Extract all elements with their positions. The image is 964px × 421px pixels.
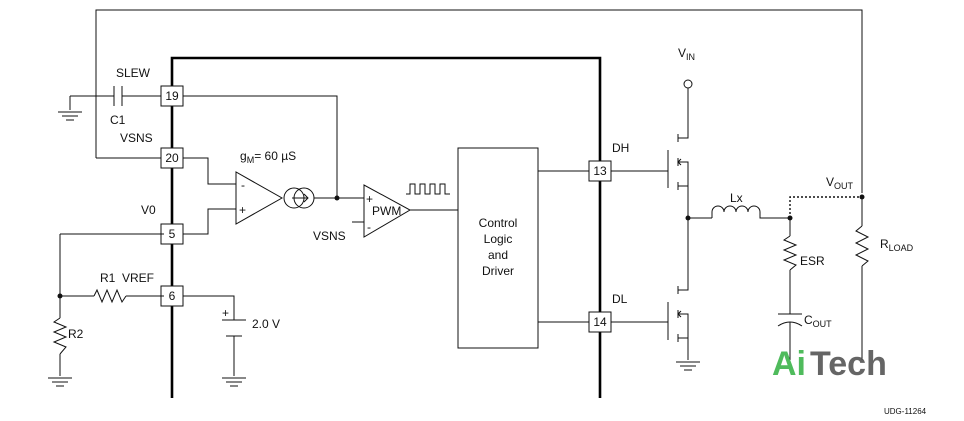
pin-6: 6 [160, 285, 184, 307]
amp-input-wires [183, 157, 236, 235]
esr-label: ESR [800, 254, 825, 268]
pwm-plus: + [366, 192, 373, 206]
vout-dotted-wire [789, 196, 862, 218]
pin-13-label: 13 [593, 164, 607, 178]
comp-node [334, 195, 340, 201]
control-line-3: and [488, 248, 508, 262]
pin-14-label: 14 [593, 315, 607, 329]
switch-wire [687, 206, 712, 219]
vout-label: VOUT [826, 175, 854, 191]
pin-20-label: 20 [165, 151, 179, 165]
dh-label: DH [612, 141, 629, 155]
control-line-4: Driver [482, 264, 514, 278]
vin-label: VIN [678, 46, 695, 62]
cout-capacitor [777, 313, 803, 327]
source-plus: + [222, 306, 229, 320]
pwm-minus: - [367, 220, 371, 234]
svg-text:Tech: Tech [810, 345, 887, 383]
pin-5: 5 [160, 223, 184, 245]
pwm-vsns-label: VSNS [313, 229, 346, 243]
esr-resistor [782, 235, 798, 271]
low-side-mosfet-icon [667, 218, 689, 360]
voltage-source [222, 319, 246, 337]
gm-label: gM= 60 µS [240, 149, 296, 165]
high-side-mosfet-icon [667, 88, 689, 206]
feedback-wire-top [95, 9, 863, 193]
pin-5-label: 5 [169, 227, 176, 241]
ground-icon-r2 [48, 377, 72, 387]
drawing-id: UDG-11264 [884, 407, 927, 416]
source-voltage-label: 2.0 V [252, 317, 280, 331]
vsns-label: VSNS [120, 131, 153, 145]
pwm-comparator [363, 184, 412, 238]
control-logic-block [457, 147, 539, 349]
svg-text:Ai: Ai [772, 345, 806, 383]
r1-label: R1 [100, 271, 116, 285]
r2-label: R2 [68, 327, 84, 341]
r2-resistor [52, 317, 68, 355]
aitech-watermark-logo: Ai Tech [772, 345, 887, 383]
rload-label: RLOAD [880, 237, 914, 253]
r1-resistor [93, 288, 127, 304]
c1-capacitor [113, 86, 123, 106]
current-source-icon [283, 187, 315, 209]
lx-inductor [711, 205, 790, 219]
amp-plus: + [239, 203, 246, 217]
error-amplifier [235, 171, 284, 225]
pin-19-label: 19 [165, 89, 179, 103]
pin-13: 13 [588, 160, 612, 182]
amp-minus: - [241, 178, 245, 192]
control-line-1: Control [479, 216, 518, 230]
pin-14: 14 [588, 311, 612, 333]
vref-wire [183, 295, 235, 376]
cout-label: COUT [804, 313, 832, 329]
rload-resistor [854, 225, 870, 267]
control-line-2: Logic [484, 232, 513, 246]
slew-label: SLEW [116, 66, 151, 80]
pin-19: 19 [160, 85, 184, 107]
ground-icon-source [222, 377, 246, 387]
vref-label: VREF [122, 271, 154, 285]
dl-label: DL [612, 292, 628, 306]
ground-icon-c1 [58, 111, 82, 121]
pin-20: 20 [160, 147, 184, 169]
pwm-label: PWM [372, 204, 401, 218]
c1-wire [69, 95, 164, 110]
v0-wire [59, 233, 164, 296]
slew-wire [183, 95, 364, 199]
ground-icon-lowside [676, 361, 700, 371]
c1-label: C1 [110, 113, 126, 127]
v0-label: V0 [141, 203, 156, 217]
vin-terminal [683, 79, 693, 89]
pin-6-label: 6 [169, 289, 176, 303]
lx-label: Lx [730, 191, 743, 205]
square-wave-icon [406, 183, 450, 195]
